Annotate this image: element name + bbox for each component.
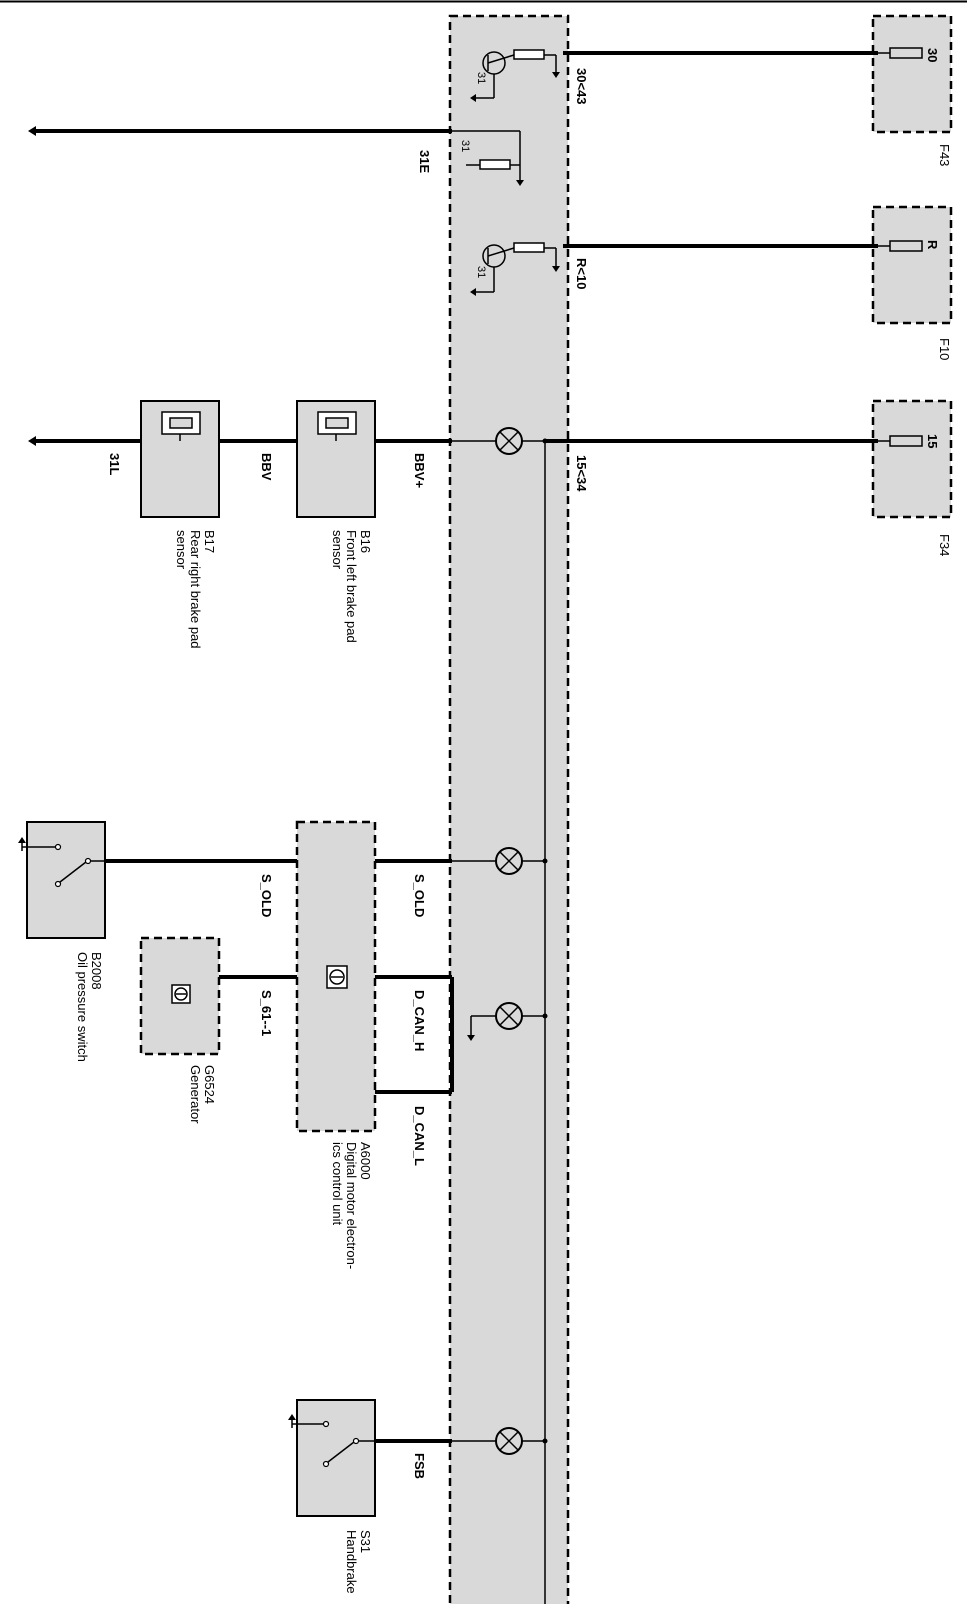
fuse-f10-symbol — [878, 240, 923, 252]
switch-s31-desc1: Handbrake — [344, 1530, 359, 1594]
wire-bbv-plus-label: BBV+ — [412, 453, 427, 488]
charge-lamp-icon — [467, 1002, 548, 1041]
wire-fsb-label: FSB — [412, 1453, 427, 1479]
wire-s61-label: S_61--1 — [259, 990, 274, 1036]
wire-31e-label: 31E — [417, 150, 432, 173]
wire-s-old-1-label: S_OLD — [259, 874, 274, 917]
switch-b2008-ref: B2008 — [89, 952, 104, 990]
dme-symbol-icon — [326, 965, 348, 989]
brake-pad-lamp-icon — [452, 427, 545, 455]
transistor-2 — [470, 242, 560, 296]
transistor-2-31: 31 — [475, 266, 487, 278]
wire-31l-label: 31L — [107, 453, 122, 475]
fuse-f43-box — [871, 14, 953, 134]
sensor-b17-desc1: Rear right brake pad — [188, 530, 203, 649]
switch-b2008-symbol — [18, 837, 105, 888]
sensor-b17-symbol — [161, 411, 201, 441]
sensor-b17-ref: B17 — [202, 530, 217, 553]
instrument-cluster-box — [448, 14, 570, 1604]
sensor-b16-desc2: sensor — [330, 530, 345, 570]
fuse-f34-ref: F34 — [937, 534, 952, 556]
wire-s-old-2-label: S_OLD — [412, 874, 427, 917]
wire-bbv-label: BBV — [259, 453, 274, 481]
oil-pressure-lamp-icon — [452, 847, 548, 875]
generator-g6524-ref: G6524 — [202, 1065, 217, 1104]
fuse-f34-box — [871, 399, 953, 519]
sensor-b16-ref: B16 — [358, 530, 373, 553]
switch-b2008-desc1: Oil pressure switch — [75, 952, 90, 1062]
fuse-f10-box — [871, 205, 953, 325]
wire-r10-label: R<10 — [574, 258, 589, 289]
fuse-f34-pin: 15 — [925, 434, 940, 448]
ground-resistor-31: 31 — [459, 140, 471, 152]
dme-a6000-desc2: ics control unit — [330, 1142, 345, 1225]
dme-a6000-desc1: Digital motor electron- — [344, 1142, 359, 1269]
wire-d-can-h-label: D_CAN_H — [412, 990, 427, 1051]
sensor-b16-symbol — [317, 411, 357, 441]
wire-d-can-l-label: D_CAN_L — [412, 1106, 427, 1166]
transistor-1-31: 31 — [475, 72, 487, 84]
fuse-f10-pin: R — [925, 240, 940, 250]
sensor-b17-desc2: sensor — [174, 530, 189, 570]
fuse-f10-ref: F10 — [937, 338, 952, 360]
handbrake-lamp-icon — [452, 1427, 548, 1455]
fuse-f43-symbol — [878, 47, 923, 59]
switch-s31-box — [296, 1399, 376, 1517]
switch-s31-symbol — [288, 1414, 375, 1468]
switch-b2008-box — [26, 821, 106, 939]
fuse-f43-pin: 30 — [925, 48, 940, 62]
fuse-f43-ref: F43 — [937, 144, 952, 166]
fuse-f34-symbol — [878, 435, 923, 447]
sensor-b16-desc1: Front left brake pad — [344, 530, 359, 643]
switch-s31-ref: S31 — [358, 1530, 373, 1553]
generator-g6524-desc1: Generator — [188, 1065, 203, 1124]
wire-15-34-label: 15<34 — [574, 455, 589, 492]
generator-symbol-icon — [171, 984, 191, 1004]
ground-resistor — [452, 130, 524, 186]
dme-a6000-ref: A6000 — [358, 1142, 373, 1180]
transistor-1 — [470, 49, 560, 102]
wire-30-43-label: 30<43 — [574, 68, 589, 105]
